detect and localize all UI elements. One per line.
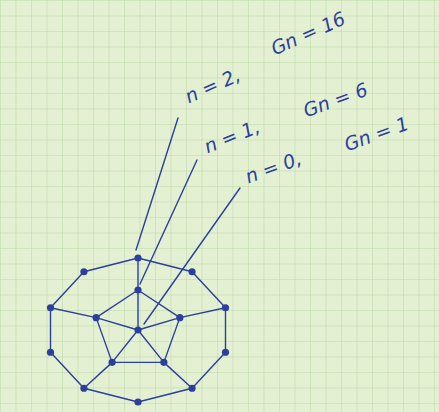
radial-edge — [137, 258, 138, 290]
vertex-dot — [93, 314, 100, 321]
vertex-dot — [80, 268, 87, 275]
outer-ring-edge — [192, 352, 225, 388]
inner-pentagon-edge — [164, 318, 180, 363]
vertex-dot — [134, 398, 141, 405]
outer-ring-edge — [192, 272, 225, 308]
vertex-dot — [47, 349, 54, 356]
radial-edge — [51, 308, 97, 318]
outer-ring-edge — [51, 352, 84, 388]
vertex-dot — [222, 304, 229, 311]
vertex-dot — [47, 304, 54, 311]
radial-edge — [180, 308, 226, 318]
radial-edge — [84, 362, 112, 388]
inner-pentagon-edge — [96, 290, 138, 318]
outer-ring-edge — [84, 258, 138, 272]
vertex-dot — [188, 268, 195, 275]
radial-edge — [164, 362, 192, 388]
vertex-dot — [188, 385, 195, 392]
leader-line — [144, 188, 240, 324]
vertex-dot — [176, 314, 183, 321]
spoke-line — [137, 290, 138, 330]
spoke-line — [112, 330, 138, 362]
vertex-dot — [222, 349, 229, 356]
inner-pentagon-edge — [96, 318, 112, 363]
outer-ring-edge — [225, 308, 226, 352]
outer-ring-edge — [50, 308, 51, 352]
outer-ring-edge — [84, 388, 138, 402]
vertex-dot — [109, 359, 116, 366]
outer-ring-edge — [51, 272, 84, 308]
spoke-line — [138, 330, 164, 362]
vertex-dot — [134, 286, 141, 293]
vertex-dot — [134, 326, 141, 333]
leader-line — [140, 160, 197, 284]
vertex-dot — [80, 385, 87, 392]
vertex-dot — [160, 359, 167, 366]
leader-line — [136, 118, 178, 250]
outer-ring-edge — [138, 388, 192, 402]
inner-pentagon-edge — [112, 362, 164, 363]
spoke-line — [96, 318, 138, 330]
vertex-dot — [134, 254, 141, 261]
